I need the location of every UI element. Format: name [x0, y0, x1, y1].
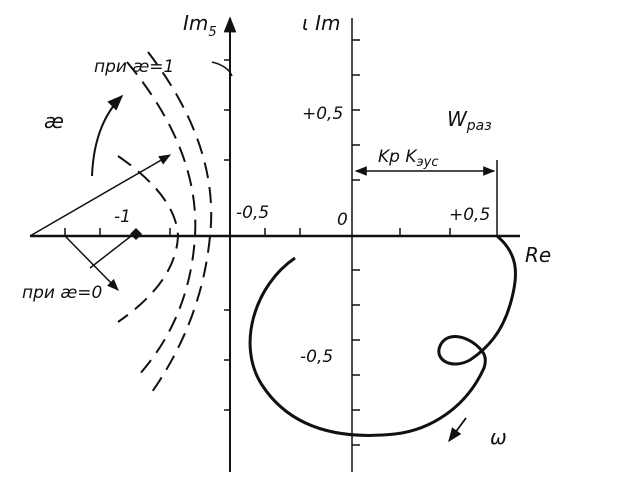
kappa-label: æ [44, 109, 64, 133]
tick-label-zero: 0 [337, 210, 348, 230]
w-raz-label: Wраз [447, 107, 492, 134]
im-right-axis-ticks [352, 39, 360, 446]
real-axis-ticks [64, 228, 451, 236]
im-right-label: ι Im [302, 11, 341, 35]
pointer-kappa0 [89, 232, 136, 269]
im5-axis-ticks [224, 59, 230, 411]
im5-label: Im5 [183, 11, 217, 40]
dashed-arc-middle [126, 61, 197, 377]
kappa-direction-arrow [91, 94, 124, 177]
dashed-arc-inner [117, 155, 180, 323]
dashed-arcs [117, 51, 213, 393]
pri-kappa1-label: при æ=1 [94, 57, 174, 77]
omega-arrow [448, 417, 467, 443]
tick-label-minus1: -1 [114, 207, 131, 227]
dashed-arc-outer [147, 51, 213, 393]
w-raz-curve [248, 234, 518, 437]
vector-to-arc [29, 154, 172, 237]
tick-label-minus05-left: -0,5 [236, 203, 269, 223]
tick-label-plus05-top: +0,5 [302, 104, 343, 124]
pri-kappa0-label: при æ=0 [22, 283, 102, 303]
vector-to-lower-arc [64, 235, 119, 291]
omega-label: ω [490, 425, 507, 449]
tick-label-plus05-right: +0,5 [449, 205, 490, 225]
re-label: Re [525, 243, 551, 267]
kappa1-leader [211, 61, 233, 77]
kp-keus-label: Kp Kэус [378, 147, 438, 170]
critical-point-marker [130, 228, 142, 240]
tick-label-minus05-bottom: -0,5 [300, 347, 333, 367]
